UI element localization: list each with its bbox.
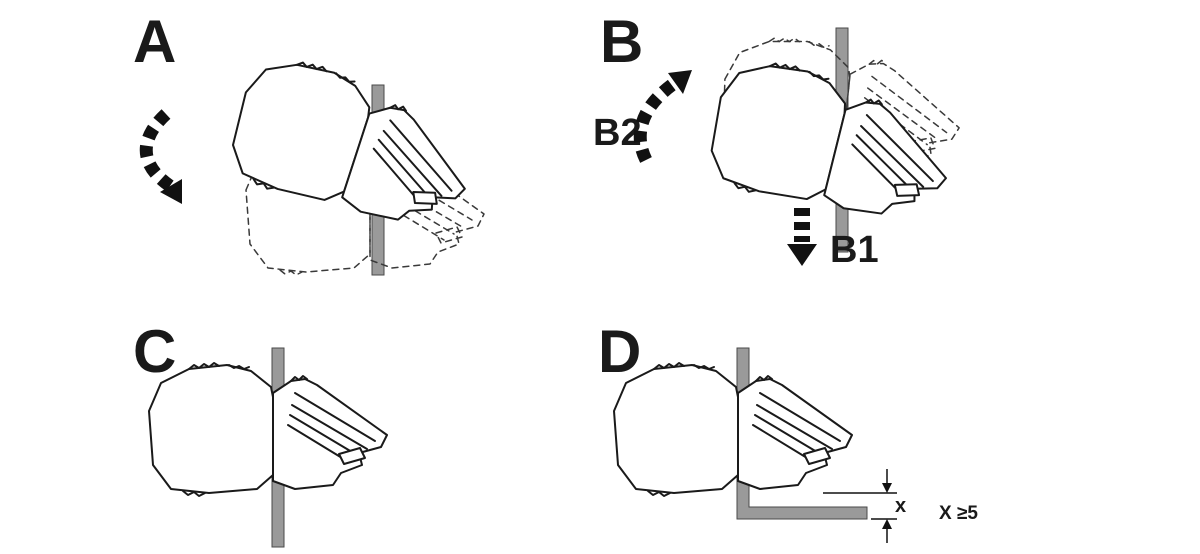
- panel-a-label: A: [133, 8, 176, 75]
- insert-down-arrow-label: B1: [830, 229, 879, 271]
- dimension-arrowhead-down-icon: [882, 483, 892, 493]
- rotate-down-arrow: [139, 109, 174, 192]
- panel-d: D x X ≥5: [598, 318, 978, 543]
- dimension-note: X ≥5: [939, 503, 978, 524]
- insert-down-arrowhead-icon: [787, 244, 817, 266]
- connector-tilted: [218, 45, 489, 248]
- dimension-label: x: [895, 495, 906, 517]
- panel-c-label: C: [133, 318, 176, 385]
- dimension-arrowhead-up-icon: [882, 519, 892, 529]
- dimension-extension-lines: [823, 492, 897, 520]
- dimension-x: x X ≥5: [823, 469, 978, 543]
- connector-seated: [613, 362, 853, 497]
- connector-tilted: [699, 49, 965, 239]
- mounting-rail-flanged: [736, 347, 868, 520]
- connector-seated: [148, 362, 388, 497]
- rotate-down-arrowhead-icon: [160, 179, 182, 204]
- rotate-up-arrow-label: B2: [593, 112, 642, 154]
- rotate-up-arrow: [633, 76, 680, 163]
- panel-a: A: [133, 8, 489, 276]
- panel-d-label: D: [598, 318, 641, 385]
- panel-b: B B2 B1: [593, 8, 968, 271]
- panel-c: C: [133, 318, 388, 548]
- panel-b-label: B: [600, 8, 643, 75]
- rotate-up-arrowhead-icon: [668, 70, 692, 94]
